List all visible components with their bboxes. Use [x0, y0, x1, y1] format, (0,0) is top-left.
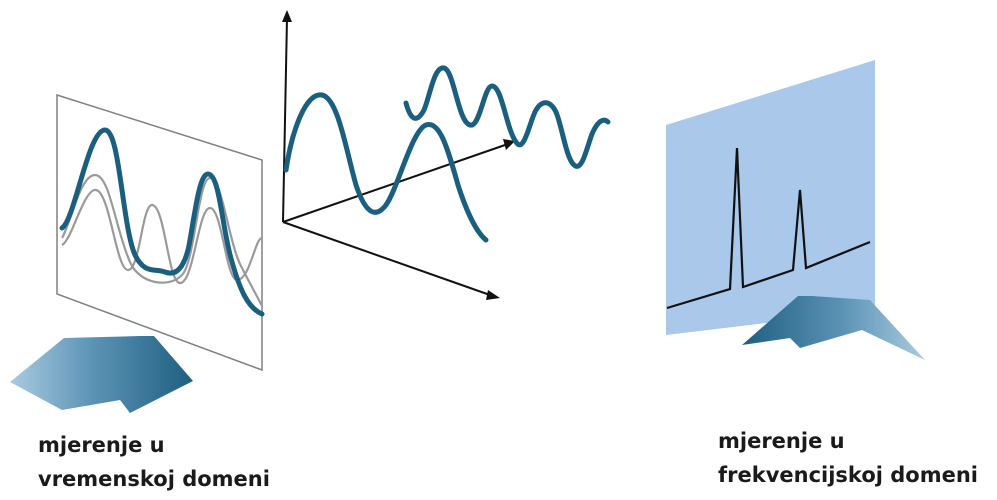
caption-time-domain: mjerenje u vremenskoj domeni — [38, 428, 270, 496]
view-arrow-icon-frequency — [742, 296, 925, 360]
three-axis-frame — [282, 10, 515, 300]
caption-frequency-domain-line2: frekvencijskoj domeni — [718, 463, 978, 487]
high-frequency-sine — [403, 65, 611, 169]
component-wave-1 — [61, 173, 263, 307]
caption-time-domain-line2: vremenskoj domeni — [38, 467, 270, 491]
arrowhead-icon-time — [486, 290, 500, 300]
view-arrow-icon-time — [10, 336, 193, 413]
caption-time-domain-line1: mjerenje u — [38, 433, 165, 457]
measured-signal-time — [59, 127, 265, 317]
caption-frequency-domain: mjerenje u frekvencijskoj domeni — [718, 424, 978, 492]
arrowhead-icon-up — [282, 10, 292, 22]
frequency-domain-panel — [666, 60, 875, 335]
measured-spectrum — [666, 147, 871, 310]
amplitude-axis — [282, 17, 288, 223]
component-wave-2 — [61, 188, 263, 285]
time-domain-panel — [56, 93, 265, 372]
time-domain-screen — [56, 93, 263, 372]
frequency-domain-screen — [666, 60, 875, 335]
low-frequency-sine — [283, 92, 489, 243]
caption-frequency-domain-line1: mjerenje u — [718, 429, 845, 453]
arrowhead-icon-frequency — [503, 139, 515, 150]
time-axis — [282, 221, 491, 296]
